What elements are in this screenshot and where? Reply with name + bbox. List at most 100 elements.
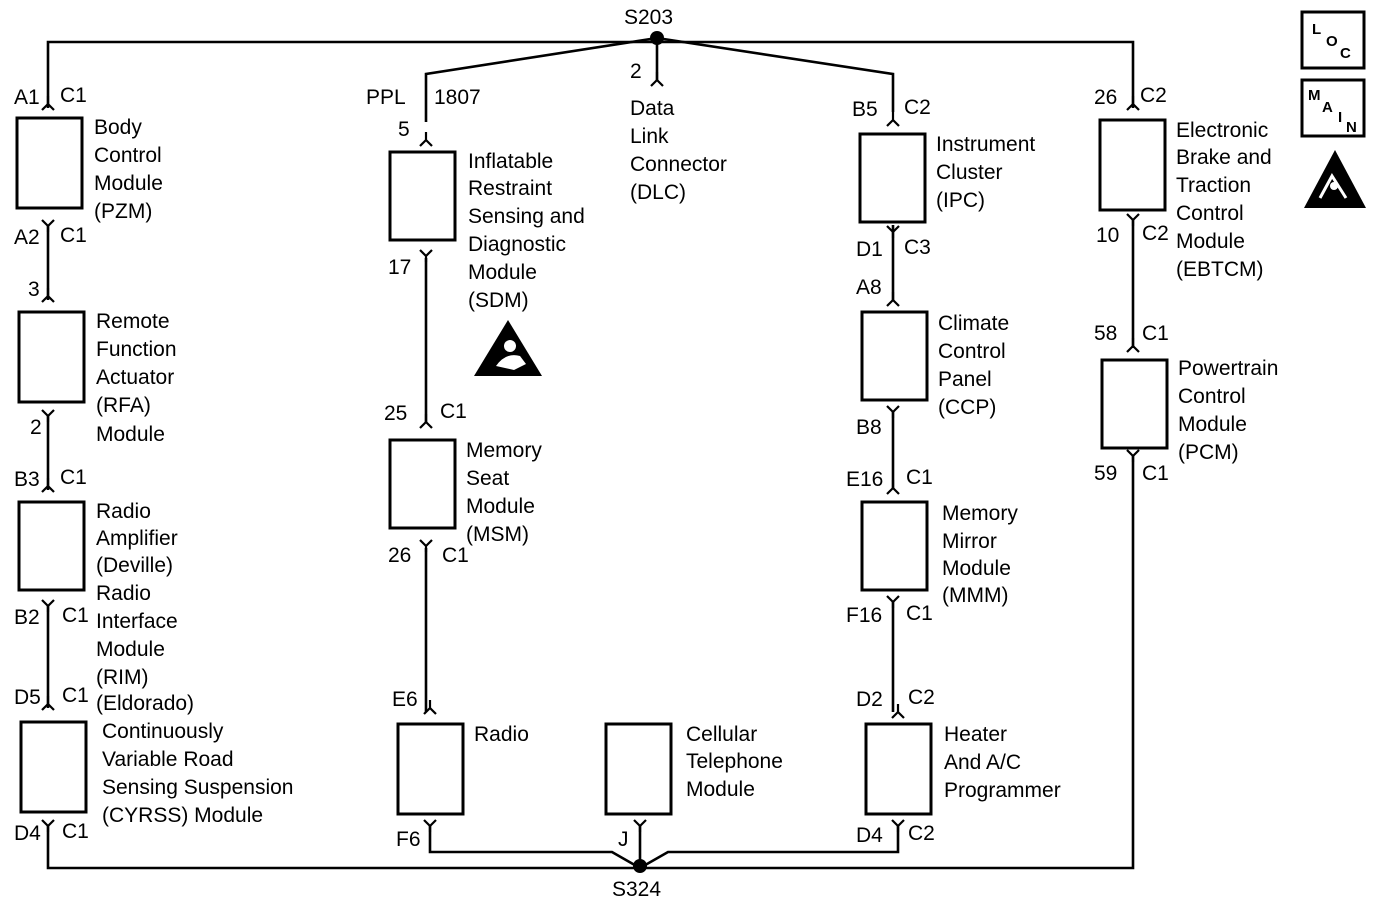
pin-symbol bbox=[886, 225, 900, 238]
mmm-bot-conn: C1 bbox=[906, 602, 933, 625]
msm-top-conn: C1 bbox=[440, 400, 467, 423]
ebtcm-name: Electronic Brake and Traction Control Mo… bbox=[1176, 119, 1278, 281]
rfa-bot-pin: 2 bbox=[30, 416, 42, 439]
svg-text:O: O bbox=[1326, 33, 1338, 50]
pin-symbol bbox=[423, 819, 437, 832]
dlc-name: Data Link Connector (DLC) bbox=[630, 97, 733, 204]
pin-symbol bbox=[41, 219, 55, 232]
module-names: Body Control Module (PZM) Remote Functio… bbox=[94, 97, 1284, 827]
amp-top-conn: C1 bbox=[60, 466, 87, 489]
radio-bot-pin: F6 bbox=[396, 828, 421, 851]
ebtcm-box bbox=[1098, 118, 1167, 212]
amp-bot-pin: B2 bbox=[14, 606, 40, 629]
bcm-bot-conn: C1 bbox=[60, 224, 87, 247]
pin-symbol bbox=[419, 249, 433, 262]
bcm-name: Body Control Module (PZM) bbox=[94, 116, 169, 223]
mmm-top-pin: E16 bbox=[846, 468, 883, 491]
pin-symbol bbox=[423, 700, 437, 715]
hvac-top-pin: D2 bbox=[856, 688, 883, 711]
msm-box bbox=[388, 438, 457, 530]
pin-symbol bbox=[886, 480, 900, 495]
pin-symbol bbox=[1126, 213, 1140, 226]
ipc-top-conn: C2 bbox=[904, 96, 931, 119]
mmm-bot-pin: F16 bbox=[846, 604, 882, 627]
sdm-bot-pin: 17 bbox=[388, 256, 411, 279]
pin-symbol bbox=[41, 96, 55, 111]
amp-name: Radio Amplifier (Deville) Radio Interfac… bbox=[96, 500, 194, 715]
ccp-box bbox=[860, 310, 929, 402]
pin-symbol bbox=[633, 819, 647, 832]
ccp-bot-pin: B8 bbox=[856, 416, 882, 439]
amp-top-pin: B3 bbox=[14, 468, 40, 491]
ipc-bot-pin: D1 bbox=[856, 238, 883, 261]
radio-box bbox=[396, 722, 465, 816]
esd-sensitive-icon bbox=[1304, 150, 1366, 208]
pin-symbol bbox=[891, 819, 905, 832]
pcm-bottom-wire bbox=[640, 456, 1135, 870]
sdm-top-pin: 5 bbox=[398, 118, 410, 141]
mmm-name: Memory Mirror Module (MMM) bbox=[942, 502, 1024, 607]
bcm-top-pin: A1 bbox=[14, 86, 40, 109]
msm-bot-pin: 26 bbox=[388, 544, 411, 567]
bcm-box bbox=[15, 116, 84, 210]
pin-symbol bbox=[886, 405, 900, 418]
phone-bot-pin: J bbox=[618, 828, 629, 851]
pin-symbol bbox=[1126, 338, 1140, 353]
pin-symbol bbox=[1126, 449, 1140, 462]
pcm-top-pin: 58 bbox=[1094, 322, 1117, 345]
pin-symbol bbox=[891, 704, 905, 719]
cvrss-bot-pin: D4 bbox=[14, 822, 41, 845]
pin-symbol bbox=[419, 539, 433, 552]
hvac-bottom-wire bbox=[639, 825, 900, 870]
ebtcm-top-conn: C2 bbox=[1140, 84, 1167, 107]
connector-pins bbox=[41, 72, 1140, 832]
pin-symbol bbox=[886, 292, 900, 307]
amp-bot-conn: C1 bbox=[62, 604, 89, 627]
cvrss-top-conn: C1 bbox=[62, 684, 89, 707]
pcm-bot-conn: C1 bbox=[1142, 462, 1169, 485]
ebtcm-top-pin: 26 bbox=[1094, 86, 1117, 109]
loc-badge: L O C bbox=[1300, 10, 1366, 70]
radio-bottom-wire bbox=[428, 825, 641, 870]
pin-symbol bbox=[419, 132, 433, 147]
wires bbox=[46, 36, 1135, 870]
phone-box bbox=[604, 722, 673, 816]
sdm-wire-color: PPL bbox=[366, 86, 406, 109]
radio-name: Radio bbox=[474, 723, 529, 746]
splice-s203-dot bbox=[650, 31, 664, 45]
hvac-top-conn: C2 bbox=[908, 686, 935, 709]
pin-symbol bbox=[41, 409, 55, 422]
sdm-feed-wire bbox=[424, 36, 658, 122]
splice-s203-label: S203 bbox=[624, 6, 673, 29]
pcm-top-conn: C1 bbox=[1142, 322, 1169, 345]
sdm-box bbox=[388, 150, 457, 242]
pin-symbol bbox=[419, 414, 433, 429]
bcm-bot-pin: A2 bbox=[14, 226, 40, 249]
pin-symbol bbox=[41, 819, 55, 832]
sdm-name: Inflatable Restraint Sensing and Diagnos… bbox=[468, 150, 591, 312]
hvac-bot-conn: C2 bbox=[908, 822, 935, 845]
cvrss-name: Continuously Variable Road Sensing Suspe… bbox=[102, 720, 299, 827]
pcm-box bbox=[1100, 358, 1169, 450]
pin-symbol bbox=[886, 595, 900, 608]
sdm-circuit: 1807 bbox=[434, 86, 481, 109]
cvrss-box bbox=[19, 720, 88, 814]
msm-bot-conn: C1 bbox=[442, 544, 469, 567]
pin-symbol bbox=[41, 288, 55, 303]
mmm-box bbox=[860, 500, 929, 592]
hvac-box bbox=[864, 722, 933, 816]
ipc-bot-conn: C3 bbox=[904, 236, 931, 259]
pcm-name: Powertrain Control Module (PCM) bbox=[1178, 357, 1284, 464]
amp-box bbox=[17, 500, 86, 592]
ebtcm-bot-pin: 10 bbox=[1096, 224, 1119, 247]
hvac-name: Heater And A/C Programmer bbox=[944, 723, 1061, 802]
radio-top-pin: E6 bbox=[392, 688, 418, 711]
splice-s324-label: S324 bbox=[612, 878, 661, 901]
ipc-feed-wire bbox=[656, 36, 895, 112]
msm-name: Memory Seat Module (MSM) bbox=[466, 439, 548, 546]
bottom-left-bus-wire bbox=[46, 825, 640, 870]
svg-text:M: M bbox=[1308, 87, 1321, 104]
cvrss-bot-conn: C1 bbox=[62, 820, 89, 843]
pin-symbol bbox=[1126, 96, 1140, 111]
